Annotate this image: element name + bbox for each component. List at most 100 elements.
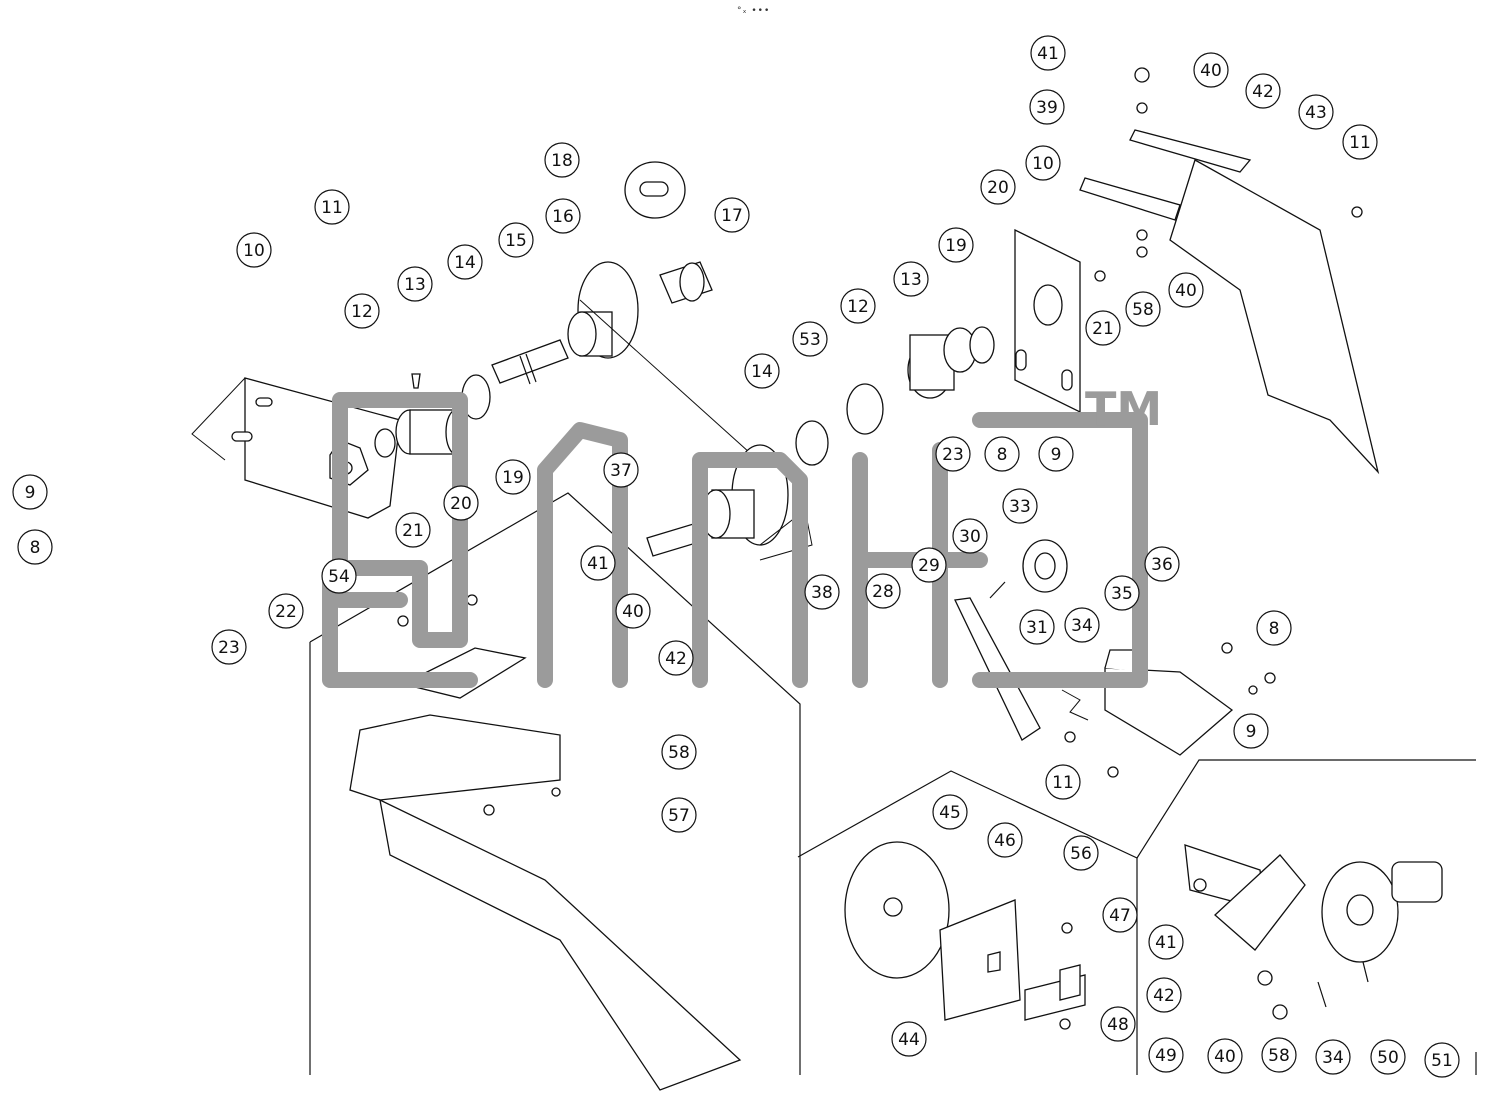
callout-30: 30 bbox=[952, 518, 988, 554]
callout-40: 40 bbox=[1168, 272, 1204, 308]
callout-number: 40 bbox=[1214, 1047, 1236, 1067]
callout-circle bbox=[1104, 575, 1140, 611]
callout-16: 16 bbox=[545, 198, 581, 234]
callout-54: 54 bbox=[321, 558, 357, 594]
callout-number: 37 bbox=[610, 461, 632, 481]
pulley-assembly bbox=[844, 841, 1086, 1030]
callout-number: 42 bbox=[1153, 986, 1175, 1006]
callout-31: 31 bbox=[1019, 609, 1055, 645]
callout-circle bbox=[804, 574, 840, 610]
callout-circle bbox=[1207, 1038, 1243, 1074]
callout-15: 15 bbox=[498, 222, 534, 258]
callout-number: 28 bbox=[872, 582, 894, 602]
page-top-mark: °ₓ ••• bbox=[737, 6, 771, 16]
callout-circle bbox=[344, 293, 380, 329]
callout-circle bbox=[891, 1021, 927, 1057]
callout-circle bbox=[1298, 94, 1334, 130]
callout-40: 40 bbox=[615, 593, 651, 629]
callout-40: 40 bbox=[1193, 52, 1229, 88]
callout-number: 13 bbox=[404, 275, 426, 295]
callout-circle bbox=[661, 797, 697, 833]
callout-number: 14 bbox=[751, 362, 773, 382]
callout-12: 12 bbox=[344, 293, 380, 329]
callout-number: 29 bbox=[918, 556, 940, 576]
callout-circle bbox=[935, 436, 971, 472]
callout-number: 54 bbox=[328, 567, 350, 587]
callout-circle bbox=[714, 197, 750, 233]
callout-number: 46 bbox=[994, 831, 1016, 851]
callout-circle bbox=[1193, 52, 1229, 88]
callout-21: 21 bbox=[1085, 310, 1121, 346]
callout-38: 38 bbox=[804, 574, 840, 610]
callout-18: 18 bbox=[544, 142, 580, 178]
callout-number: 11 bbox=[321, 198, 343, 218]
callout-36: 36 bbox=[1144, 546, 1180, 582]
callout-50: 50 bbox=[1370, 1039, 1406, 1075]
callout-number: 40 bbox=[1200, 61, 1222, 81]
callout-48: 48 bbox=[1100, 1006, 1136, 1042]
callout-number: 13 bbox=[900, 270, 922, 290]
watermark-tm: TM bbox=[1085, 382, 1162, 436]
callout-circle bbox=[911, 547, 947, 583]
callout-22: 22 bbox=[268, 593, 304, 629]
callout-13: 13 bbox=[397, 266, 433, 302]
callout-58: 58 bbox=[1125, 291, 1161, 327]
callout-39: 39 bbox=[1029, 89, 1065, 125]
callout-42: 42 bbox=[1245, 73, 1281, 109]
callout-circle bbox=[840, 288, 876, 324]
callout-14: 14 bbox=[447, 244, 483, 280]
mid-bearings bbox=[795, 383, 884, 466]
callout-circle bbox=[12, 474, 48, 510]
callout-number: 10 bbox=[243, 241, 265, 261]
callout-23: 23 bbox=[211, 629, 247, 665]
callout-circle bbox=[1424, 1042, 1460, 1078]
sprocket-assembly bbox=[646, 444, 813, 561]
callout-28: 28 bbox=[865, 573, 901, 609]
callout-circle bbox=[1148, 924, 1184, 960]
linkage-assembly bbox=[954, 539, 1276, 778]
callout-number: 12 bbox=[351, 302, 373, 322]
callout-circle bbox=[314, 189, 350, 225]
callout-14: 14 bbox=[744, 353, 780, 389]
callout-circle bbox=[603, 452, 639, 488]
callout-circle bbox=[495, 459, 531, 495]
callout-circle bbox=[1100, 1006, 1136, 1042]
callout-11: 11 bbox=[1342, 124, 1378, 160]
callout-circle bbox=[1019, 609, 1055, 645]
callout-circle bbox=[1256, 610, 1292, 646]
callout-circle bbox=[932, 794, 968, 830]
callout-49: 49 bbox=[1148, 1037, 1184, 1073]
shaft-hub-assembly bbox=[491, 161, 781, 481]
callout-number: 33 bbox=[1009, 497, 1031, 517]
callout-33: 33 bbox=[1002, 488, 1038, 524]
callout-number: 47 bbox=[1109, 906, 1131, 926]
callout-number: 21 bbox=[1092, 319, 1114, 339]
region-dividers bbox=[309, 492, 1477, 1075]
callout-12: 12 bbox=[840, 288, 876, 324]
callout-8: 8 bbox=[984, 436, 1020, 472]
callout-circle bbox=[984, 436, 1020, 472]
callout-circle bbox=[865, 573, 901, 609]
callout-34: 34 bbox=[1064, 607, 1100, 643]
callout-57: 57 bbox=[661, 797, 697, 833]
callout-circle bbox=[580, 545, 616, 581]
callout-number: 23 bbox=[942, 445, 964, 465]
callout-circle bbox=[658, 640, 694, 676]
callout-circle bbox=[938, 227, 974, 263]
callout-circle bbox=[498, 222, 534, 258]
callout-number: 41 bbox=[1037, 44, 1059, 64]
callout-number: 42 bbox=[665, 649, 687, 669]
callout-circle bbox=[1045, 764, 1081, 800]
callout-number: 45 bbox=[939, 803, 961, 823]
callout-circle bbox=[1245, 73, 1281, 109]
callout-19: 19 bbox=[938, 227, 974, 263]
callout-number: 41 bbox=[1155, 933, 1177, 953]
callout-circle bbox=[1025, 145, 1061, 181]
callout-number: 38 bbox=[811, 583, 833, 603]
callout-number: 15 bbox=[505, 231, 527, 251]
callout-circle bbox=[792, 321, 828, 357]
callout-number: 30 bbox=[959, 527, 981, 547]
callout-number: 11 bbox=[1052, 773, 1074, 793]
callout-number: 48 bbox=[1107, 1015, 1129, 1035]
